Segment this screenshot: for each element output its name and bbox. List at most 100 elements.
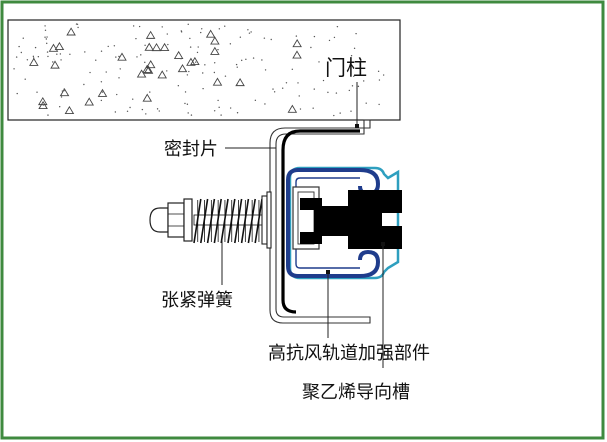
concrete-grain (145, 113, 147, 115)
leader-lines (221, 82, 384, 368)
concrete-grain (126, 110, 129, 112)
concrete-aggregate (97, 88, 108, 97)
concrete-grain (297, 82, 299, 84)
concrete-grain (60, 96, 63, 98)
concrete-grain (240, 59, 243, 62)
concrete-grain (327, 91, 329, 94)
concrete-grain (47, 114, 49, 116)
concrete-grain (118, 55, 120, 58)
concrete-grain (377, 70, 380, 73)
label-seal-strip: 密封片 (164, 139, 218, 160)
concrete-grain (264, 69, 267, 71)
concrete-grain (115, 56, 117, 58)
concrete-grain (161, 26, 163, 28)
concrete-grain (378, 103, 380, 106)
concrete-grain (69, 53, 71, 55)
concrete-aggregate (50, 60, 60, 69)
concrete-grain (213, 110, 216, 112)
seal-strip (269, 119, 371, 324)
concrete-grain (270, 38, 272, 41)
concrete-grain (236, 84, 238, 86)
concrete-grain (138, 25, 141, 28)
concrete-grain (272, 88, 274, 90)
concrete-aggregate (64, 105, 75, 115)
concrete-grain (229, 43, 232, 45)
concrete-aggregate (159, 42, 170, 51)
concrete-grain (37, 56, 40, 58)
concrete-grain (144, 44, 146, 47)
concrete-grain (250, 31, 252, 33)
concrete-grain (298, 95, 300, 97)
concrete-grain (351, 85, 354, 87)
concrete-grain (132, 25, 135, 27)
concrete-grain (252, 57, 255, 59)
concrete-grain (310, 46, 312, 49)
concrete-grain (100, 81, 103, 83)
concrete-grain (236, 112, 239, 114)
concrete-grain (64, 89, 66, 92)
concrete-grain (245, 58, 247, 61)
concrete-grain (333, 36, 336, 39)
concrete-grain (202, 72, 204, 74)
concrete-aggregate (210, 36, 220, 45)
concrete-grain (339, 112, 341, 114)
concrete-grain (285, 82, 288, 84)
concrete-grain (189, 37, 191, 40)
label-wind-rail-reinforcement: 高抗风轨道加强部件 (268, 343, 430, 364)
concrete-grain (254, 99, 257, 102)
concrete-grain (26, 59, 29, 61)
concrete-grain (36, 91, 38, 93)
label-tension-spring: 张紧弹簧 (161, 290, 233, 311)
concrete-aggregate (151, 42, 162, 52)
concrete-grain (378, 79, 381, 81)
concrete-grain (299, 108, 302, 110)
concrete-grain (204, 64, 206, 66)
concrete-grain (177, 84, 180, 87)
concrete-grain (218, 106, 220, 109)
concrete-grain (42, 104, 45, 106)
concrete-grain (16, 92, 18, 95)
concrete-grain (84, 51, 86, 53)
concrete-grain (44, 36, 46, 38)
concrete-grain (184, 102, 186, 105)
concrete-aggregate (145, 60, 156, 69)
concrete-grain (194, 61, 197, 63)
concrete-grain (355, 32, 357, 35)
concrete-grain (336, 25, 339, 28)
concrete-aggregate (48, 43, 59, 52)
concrete-grain (187, 23, 189, 26)
concrete-aggregate (205, 29, 216, 38)
concrete-grain (114, 111, 117, 113)
concrete-grain (363, 80, 365, 82)
concrete-grain (186, 74, 189, 76)
concrete-grain (46, 42, 48, 45)
spring-coils (193, 198, 263, 244)
concrete-grain (18, 45, 20, 48)
concrete-grain (236, 66, 238, 68)
concrete-grain (218, 28, 221, 30)
concrete-grain (190, 114, 193, 116)
concrete-grain (118, 77, 120, 79)
spring-plate-2 (266, 191, 272, 249)
concrete-grain (197, 46, 199, 48)
concrete-grain (291, 68, 294, 70)
concrete-grain (322, 79, 325, 82)
concrete-grain (63, 88, 65, 90)
concrete-grain (247, 29, 249, 31)
concrete-grain (24, 78, 26, 80)
concrete-grain (333, 114, 335, 117)
concrete-grain (313, 35, 316, 38)
concrete-grain (186, 103, 189, 105)
concrete-grain (46, 36, 48, 38)
concrete-grain (167, 43, 169, 46)
spring-plate-1 (261, 195, 268, 245)
concrete-grain (217, 48, 219, 51)
concrete-grain (229, 107, 232, 109)
concrete-grain (350, 110, 352, 112)
concrete-grain (188, 70, 190, 73)
concrete-grain (239, 36, 242, 38)
tension-spring-assembly (149, 191, 272, 249)
concrete-grain (141, 108, 144, 111)
concrete-aggregate (210, 46, 220, 55)
concrete-grain (184, 91, 187, 93)
